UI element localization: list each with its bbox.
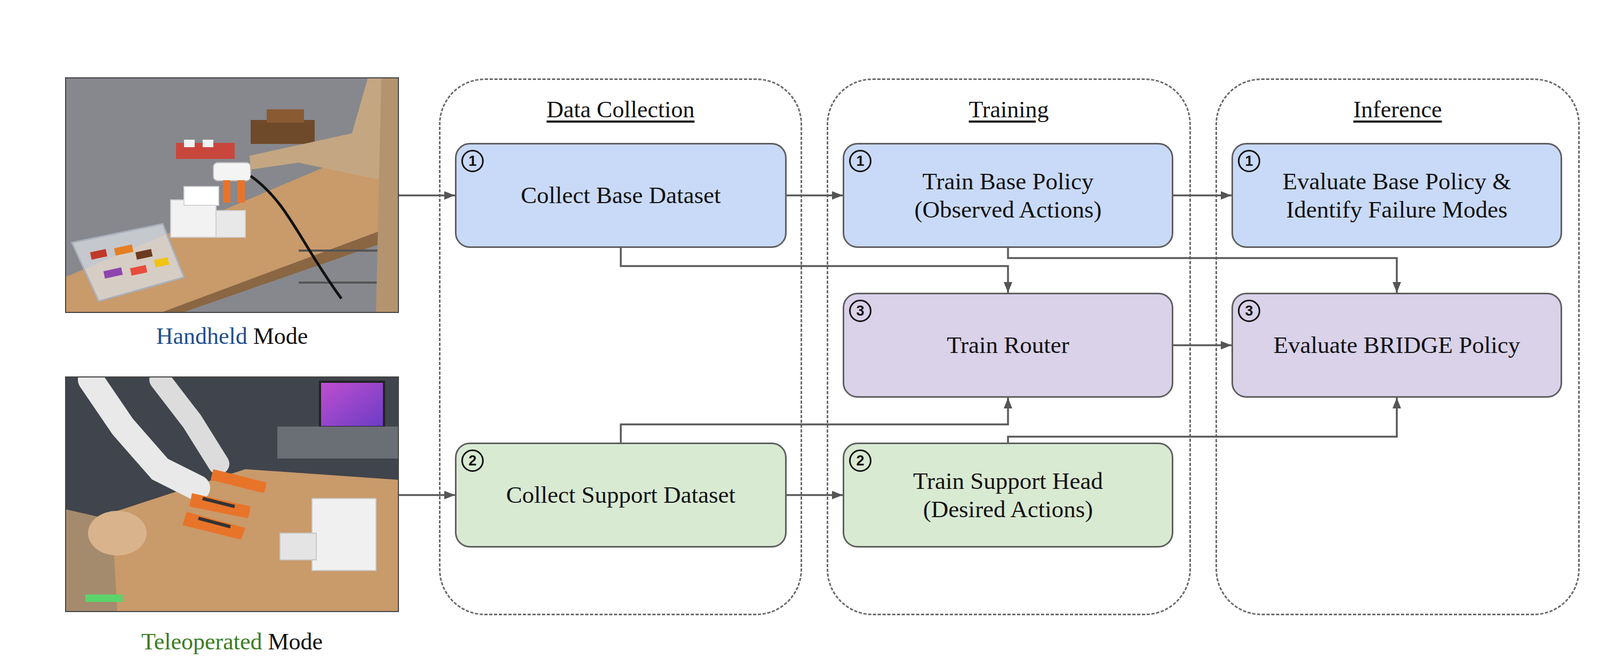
stage-heading: Data Collection: [440, 96, 801, 125]
photo-table: [65, 469, 399, 613]
photo-gripper: [213, 162, 251, 181]
stage-group: InferenceEvaluate Base Policy & Identify…: [1215, 78, 1580, 616]
photo-table: [65, 160, 399, 314]
photo-finger: [210, 469, 267, 494]
stage-group: Data CollectionCollect Base DatasetColle…: [438, 78, 803, 616]
teleoperated-photo: [65, 376, 399, 613]
photo-arm: [249, 77, 399, 179]
photo-candy: [114, 244, 134, 256]
photo-drawer: [280, 533, 317, 560]
box-label: Train Router: [946, 331, 1070, 360]
photo-frame: Teleoperated Mode: [65, 376, 399, 613]
photo-caption: Handheld Mode: [66, 322, 398, 351]
flow-arrow: [1008, 397, 1397, 443]
photo-candy: [135, 249, 153, 260]
photo-candy: [130, 265, 148, 276]
photo-finger: [189, 493, 251, 519]
photo-wall: [65, 376, 399, 613]
flow-arrow: [620, 248, 1008, 293]
photo-frame: Handheld Mode: [65, 77, 399, 314]
photo-snacks: [184, 139, 195, 148]
box-label: Evaluate BRIDGE Policy: [1273, 331, 1520, 360]
photo-gripper-finger: [237, 180, 245, 203]
flow-arrow: [1173, 344, 1232, 347]
photo-shelf: [250, 120, 315, 144]
photo-monitor: [320, 381, 384, 428]
flow-arrow: [398, 194, 455, 197]
photo-box: [184, 186, 219, 206]
box-label: Collect Support Dataset: [506, 481, 736, 510]
stage-group: TrainingTrain Base Policy (Observed Acti…: [826, 78, 1191, 616]
flow-arrow: [786, 494, 843, 497]
process-box: Train Support Head (Desired Actions): [842, 442, 1174, 548]
photo-bin: [72, 224, 184, 302]
box-label: Train Support Head (Desired Actions): [885, 467, 1131, 524]
flow-arrow: [398, 494, 455, 497]
photo-caption: Teleoperated Mode: [66, 628, 398, 657]
stage-heading: Training: [828, 96, 1190, 125]
flow-arrow: [786, 194, 843, 197]
process-box: Train Base Policy (Observed Actions): [842, 142, 1174, 248]
flow-arrow: [1008, 248, 1397, 293]
photo-person: [376, 77, 399, 314]
photo-finger-stripe: [202, 498, 235, 507]
box-label: Evaluate Base Policy & Identify Failure …: [1242, 167, 1552, 224]
process-box: Evaluate BRIDGE Policy: [1231, 292, 1563, 398]
photo-robot-arm: [160, 379, 219, 464]
photo-shelf: [266, 109, 304, 123]
process-box: Train Router: [842, 292, 1174, 398]
process-box: Collect Support Dataset: [454, 442, 787, 548]
handheld-photo: [65, 77, 399, 314]
photo-box: [216, 210, 246, 238]
photo-cable: [250, 176, 342, 299]
photo-desk: [277, 426, 399, 459]
photo-candy: [103, 267, 123, 279]
flow-arrow: [1173, 194, 1232, 197]
photo-finger: [182, 512, 246, 540]
photo-wall: [65, 77, 399, 314]
process-box: Evaluate Base Policy & Identify Failure …: [1231, 142, 1563, 248]
process-box: Collect Base Dataset: [454, 142, 787, 248]
photo-box: [312, 498, 376, 571]
flow-arrow: [620, 397, 1008, 443]
box-label: Train Base Policy (Observed Actions): [885, 167, 1131, 224]
photo-light: [85, 594, 123, 603]
photo-gripper-finger: [222, 180, 231, 203]
photo-snacks: [202, 139, 214, 148]
photo-candy: [90, 249, 108, 260]
stage-heading: Inference: [1217, 96, 1579, 125]
box-label: Collect Base Dataset: [521, 181, 722, 210]
photo-finger-stripe: [198, 518, 231, 527]
photo-hand: [88, 510, 147, 556]
photo-candy: [154, 257, 170, 268]
